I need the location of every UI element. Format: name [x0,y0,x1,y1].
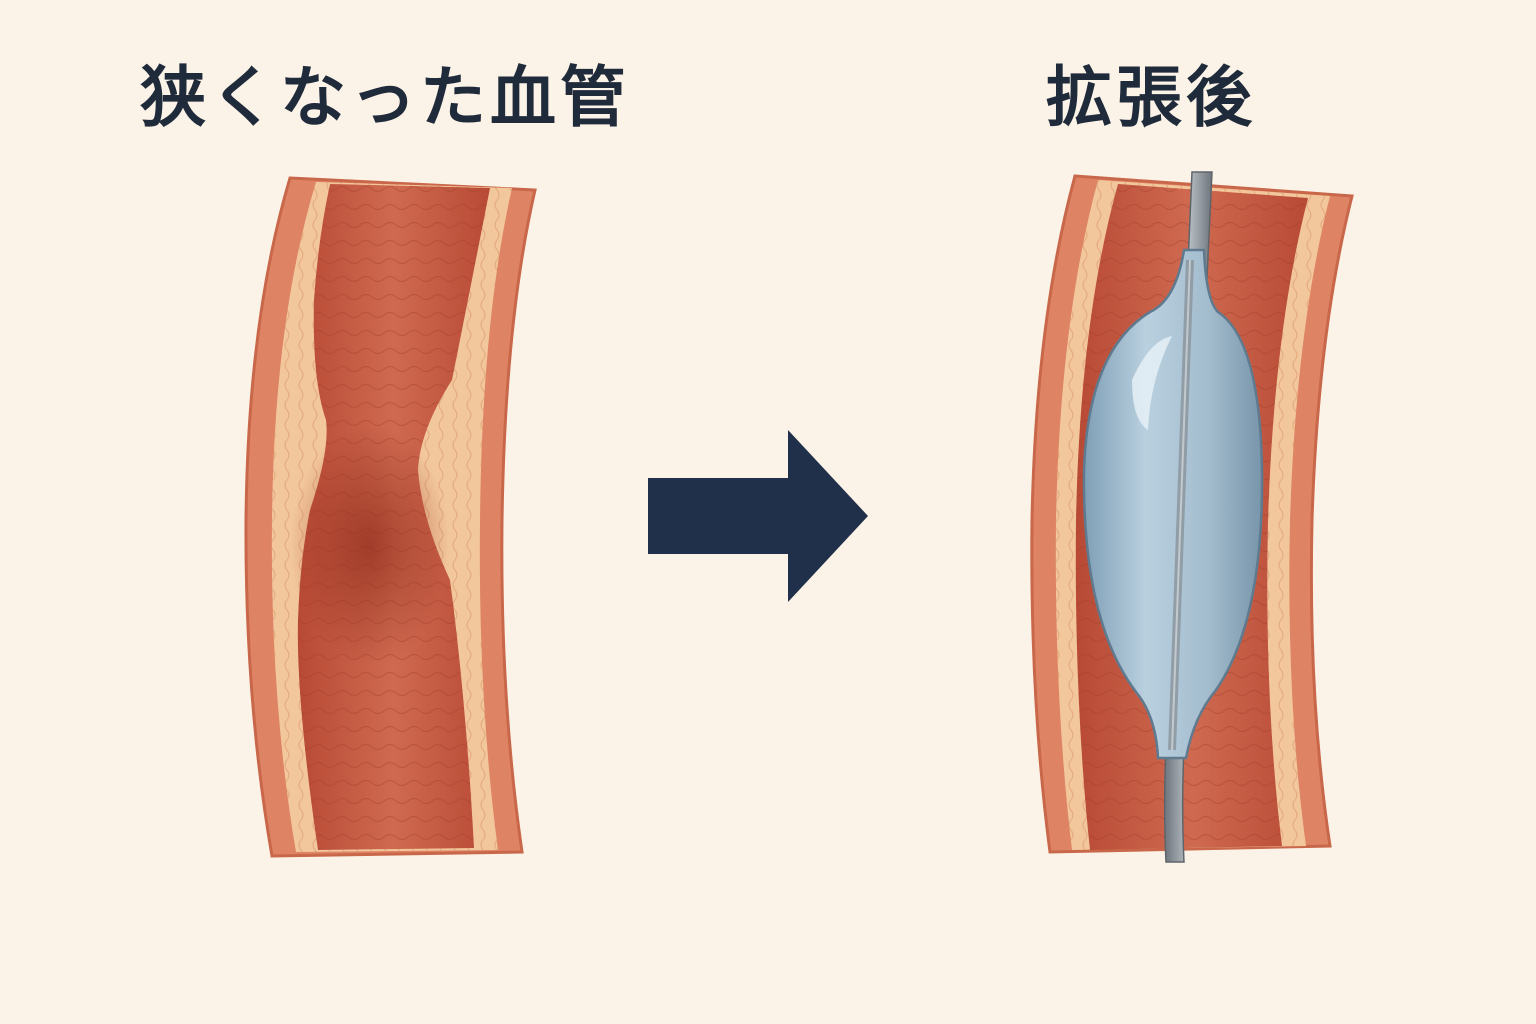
before-title: 狭くなった血管 [140,59,630,136]
dilated-vessel [1030,171,1354,863]
balloon [1082,248,1264,760]
narrowed-vessel [244,176,537,858]
right-arrow-icon [648,430,868,602]
after-title: 拡張後 [1046,59,1256,136]
